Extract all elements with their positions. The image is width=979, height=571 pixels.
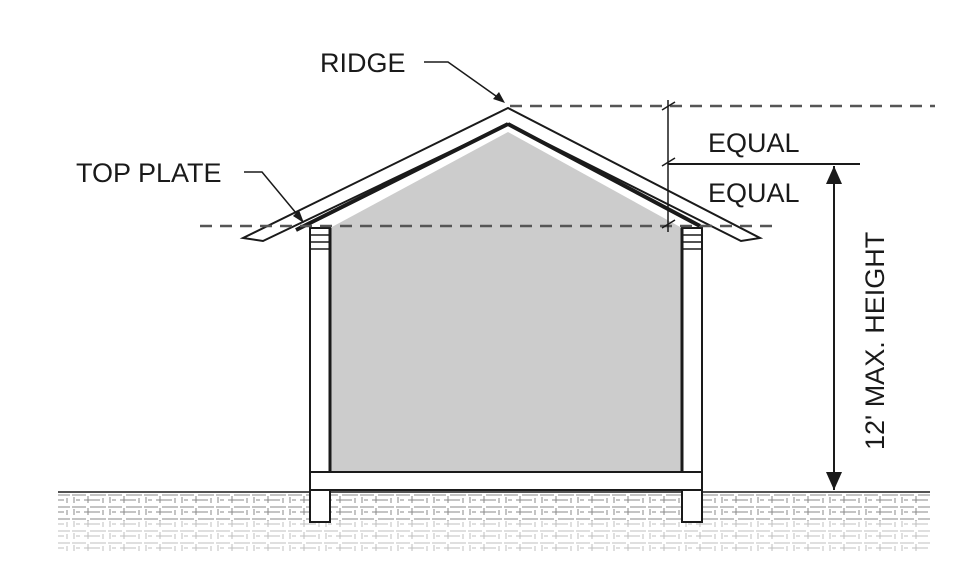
ridge-leader-arrowhead xyxy=(493,92,505,103)
left-wall xyxy=(309,227,331,473)
leaders xyxy=(244,61,505,223)
ridge-tick xyxy=(661,101,676,111)
foundation xyxy=(309,471,703,523)
walls xyxy=(309,227,703,473)
max-height-label: 12' MAX. HEIGHT xyxy=(860,232,890,450)
ridge-label: RIDGE xyxy=(320,48,406,78)
equal-lower-label: EQUAL xyxy=(708,178,800,208)
top-plate-leader-arrowhead xyxy=(293,210,304,223)
dimensions xyxy=(661,100,860,490)
labels: RIDGE TOP PLATE EQUAL EQUAL 12' MAX. HEI… xyxy=(76,48,890,450)
soil-hatch xyxy=(58,491,930,551)
max-height-arrow-bottom xyxy=(826,472,842,490)
floor-slab xyxy=(309,471,703,491)
midpoint-tick xyxy=(661,157,676,167)
left-rafter-inner xyxy=(295,122,509,232)
top-plate-leader xyxy=(244,171,302,220)
roof-outline xyxy=(239,106,764,243)
max-height-arrow-top xyxy=(826,166,842,184)
top-plate-tick xyxy=(661,219,676,229)
interior-fill xyxy=(330,132,682,472)
right-footing xyxy=(681,489,703,523)
left-footing xyxy=(309,489,331,523)
soil-fade xyxy=(58,521,930,561)
right-wall xyxy=(681,227,703,473)
ridge-leader xyxy=(424,61,504,102)
equal-upper-label: EQUAL xyxy=(708,128,800,158)
top-plate-label: TOP PLATE xyxy=(76,158,222,188)
reference-lines xyxy=(200,104,935,228)
ground xyxy=(58,491,930,561)
